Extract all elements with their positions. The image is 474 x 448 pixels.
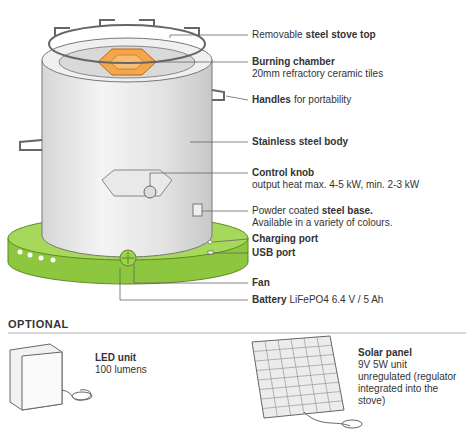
callout-label: Control knob xyxy=(252,167,314,179)
callout-label: steel base. xyxy=(322,205,373,217)
callout-label: steel stove top xyxy=(306,29,376,41)
callout-label: Available in a variety of colours. xyxy=(252,217,392,229)
callout-label: 100 lumens xyxy=(95,364,147,376)
callout-label: Fan xyxy=(252,277,270,289)
callout-label: Removable xyxy=(252,29,303,41)
callout-label: 20mm refractory ceramic tiles xyxy=(252,68,383,80)
callout-label: unregulated (regulator integrated into t… xyxy=(358,371,468,407)
callout-label: output heat max. 4-5 kW, min. 2-3 kW xyxy=(252,179,419,191)
callout-label: LiFePO4 6.4 V / 5 Ah xyxy=(289,294,383,306)
section-heading: OPTIONAL xyxy=(8,318,69,330)
callout-label: Solar panel xyxy=(358,347,412,359)
callout-label: Charging port xyxy=(252,233,318,245)
callout-label: LED unit xyxy=(95,352,136,364)
callout-label: for portability xyxy=(294,94,351,106)
callout-label: Burning chamber xyxy=(252,56,335,68)
callout-label: Handles xyxy=(252,94,291,106)
callout-label: Powder coated xyxy=(252,205,319,217)
callout-label: Battery xyxy=(252,294,286,306)
callout-label: USB port xyxy=(252,247,295,259)
callout-label: 9V 5W unit xyxy=(358,359,407,371)
callout-label: Stainless steel body xyxy=(252,136,348,148)
